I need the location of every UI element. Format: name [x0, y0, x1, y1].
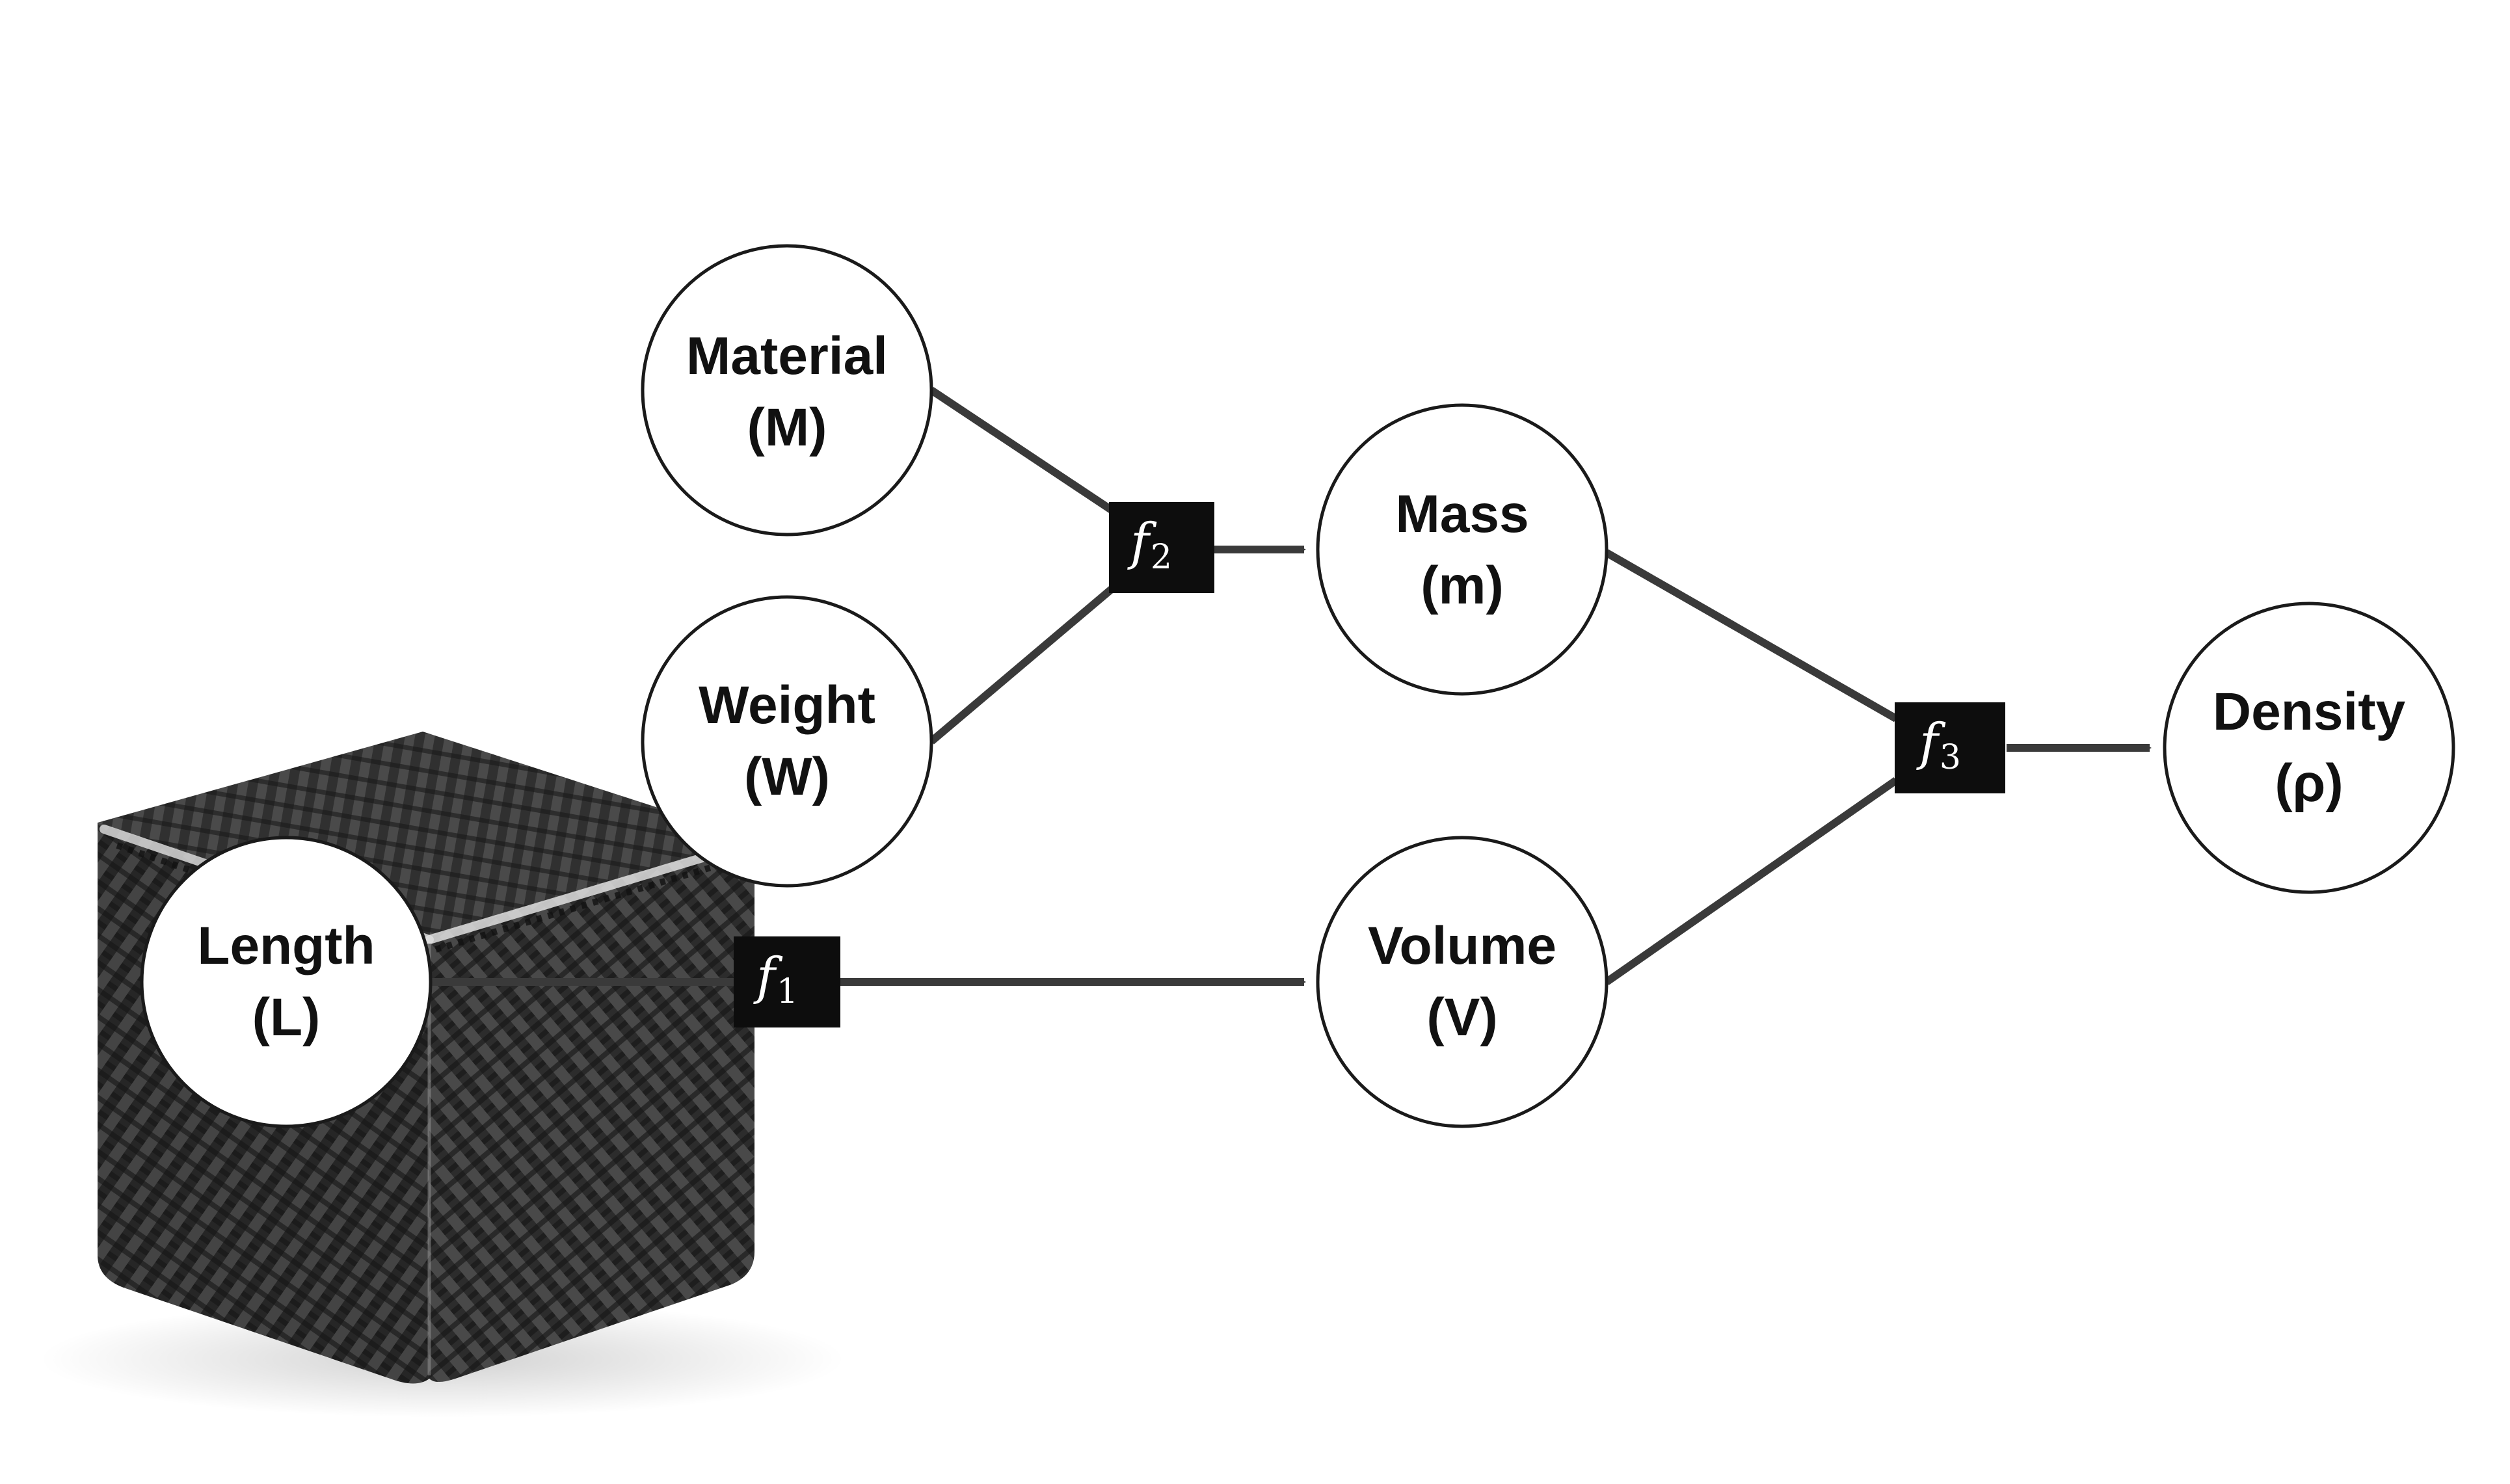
node-material-name: Material [686, 326, 888, 386]
edge-volume-f3 [1604, 777, 1899, 985]
node-mass-symbol: (m) [1421, 556, 1504, 615]
node-weight-symbol: (W) [744, 747, 830, 806]
node-weight: Weight (W) [641, 595, 933, 888]
node-material: Material (M) [641, 244, 933, 537]
factor-f1: f1 [734, 936, 840, 1027]
node-volume-symbol: (V) [1426, 988, 1497, 1047]
node-length-symbol: (L) [252, 988, 321, 1047]
edge-mass-f3 [1605, 549, 1898, 722]
edge-material-f2 [929, 387, 1115, 514]
svg-text:f1: f1 [753, 947, 798, 1011]
factor-f3: f3 [1895, 702, 2005, 793]
node-density: Density (ρ) [2163, 602, 2455, 894]
node-volume-name: Volume [1368, 916, 1556, 975]
node-weight-name: Weight [699, 676, 875, 735]
node-density-symbol: (ρ) [2275, 754, 2343, 813]
node-length: Length (L) [140, 836, 433, 1128]
factor-f2: f2 [1109, 502, 1214, 593]
node-volume: Volume (V) [1316, 836, 1609, 1128]
edges [426, 387, 2152, 986]
node-density-name: Density [2213, 682, 2406, 741]
node-mass: Mass (m) [1316, 403, 1609, 696]
edge-weight-f2 [929, 585, 1115, 745]
node-material-symbol: (M) [747, 398, 827, 457]
node-mass-name: Mass [1395, 484, 1529, 544]
node-length-name: Length [197, 916, 375, 975]
